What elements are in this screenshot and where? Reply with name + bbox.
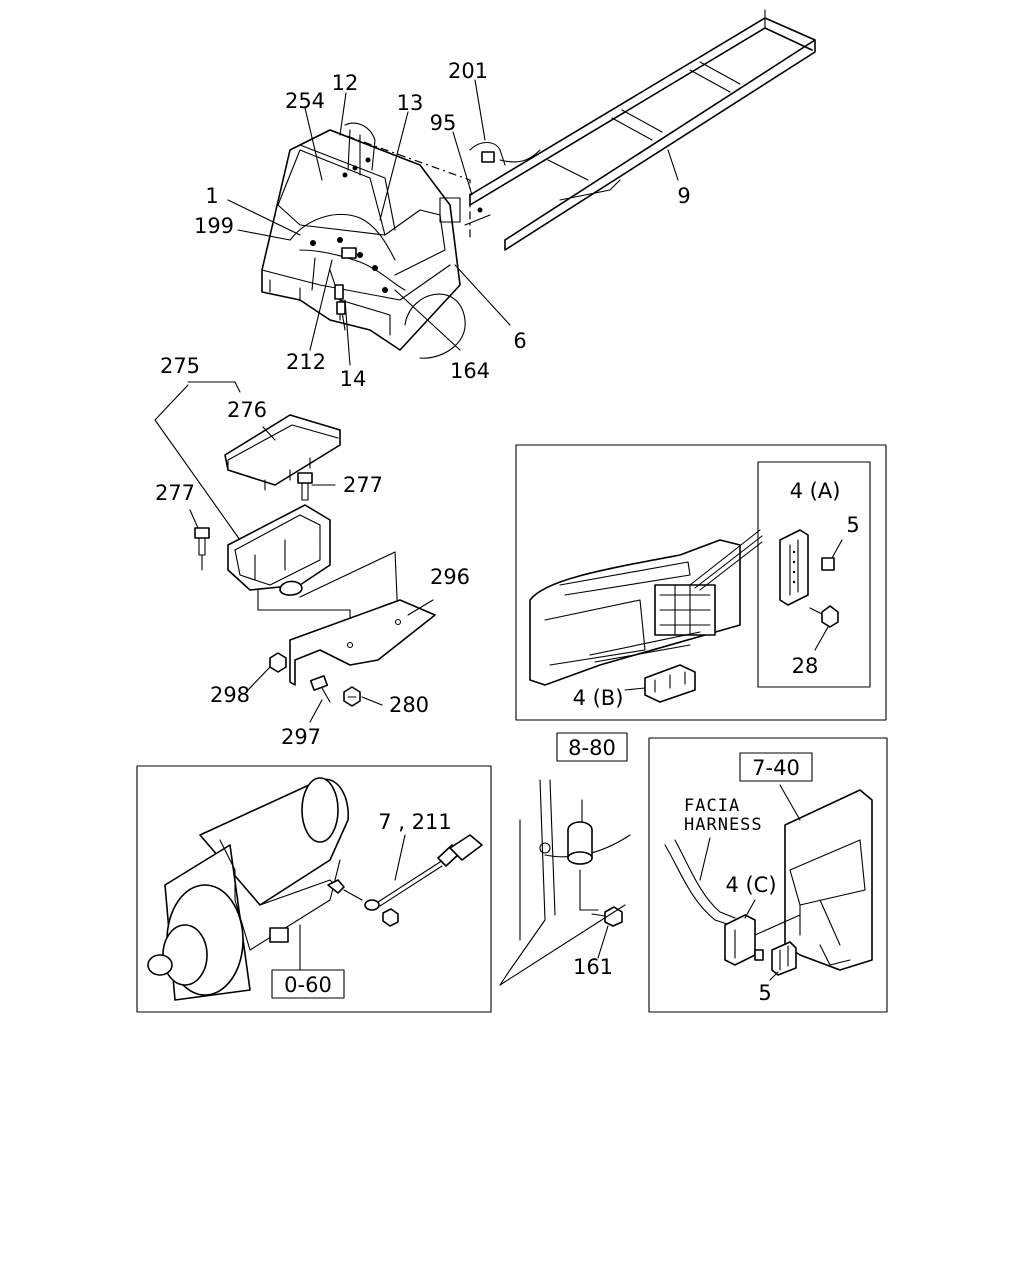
truck-cab xyxy=(261,122,471,359)
callout-12: 12 xyxy=(332,71,359,95)
callout-297: 297 xyxy=(281,725,321,749)
starter-detail-panel xyxy=(136,765,492,1013)
callout-4b: 4 (B) xyxy=(573,686,624,710)
callout-95: 95 xyxy=(430,111,457,135)
relay-bracket-assembly xyxy=(154,381,436,723)
callout-1: 1 xyxy=(205,184,218,208)
callout-13: 13 xyxy=(397,91,424,115)
callout-254: 254 xyxy=(285,89,325,113)
callout-9: 9 xyxy=(677,184,690,208)
callout-276: 276 xyxy=(227,398,267,422)
leader-lines-upper xyxy=(227,79,679,366)
callout-164: 164 xyxy=(450,359,490,383)
callout-275: 275 xyxy=(160,354,200,378)
callout-labels: 12 254 13 95 201 1 199 9 6 212 14 164 27… xyxy=(155,59,860,1005)
callout-277-right: 277 xyxy=(343,473,383,497)
callout-5-fuse: 5 xyxy=(846,513,859,537)
callout-4c: 4 (C) xyxy=(725,873,776,897)
callout-5-facia: 5 xyxy=(758,981,771,1005)
callout-14: 14 xyxy=(340,367,367,391)
callout-28: 28 xyxy=(792,654,819,678)
callout-277-left: 277 xyxy=(155,481,195,505)
callout-7-211: 7 , 211 xyxy=(378,810,451,834)
connector-201 xyxy=(464,141,541,226)
callout-199: 199 xyxy=(194,214,234,238)
callout-298: 298 xyxy=(210,683,250,707)
callout-280: 280 xyxy=(389,693,429,717)
callout-6: 6 xyxy=(513,329,526,353)
chassis-frame xyxy=(469,9,816,251)
facia-label-line2: HARNESS xyxy=(684,815,763,835)
switch-detail-8-80 xyxy=(499,779,631,986)
ref-box-7-40 xyxy=(739,752,813,782)
callout-4a: 4 (A) xyxy=(790,479,841,503)
fuse-box-detail-panel xyxy=(515,444,887,721)
facia-harness-detail-panel xyxy=(648,737,888,1013)
ref-7-40: 7-40 xyxy=(752,756,800,780)
callout-161: 161 xyxy=(573,955,613,979)
ref-box-0-60 xyxy=(271,969,345,999)
ref-8-80: 8-80 xyxy=(568,736,616,760)
ref-0-60: 0-60 xyxy=(284,973,332,997)
facia-label-line1: FACIA xyxy=(684,796,740,816)
callout-201: 201 xyxy=(448,59,488,83)
ref-box-8-80 xyxy=(556,732,628,762)
callout-296: 296 xyxy=(430,565,470,589)
callout-212: 212 xyxy=(286,350,326,374)
